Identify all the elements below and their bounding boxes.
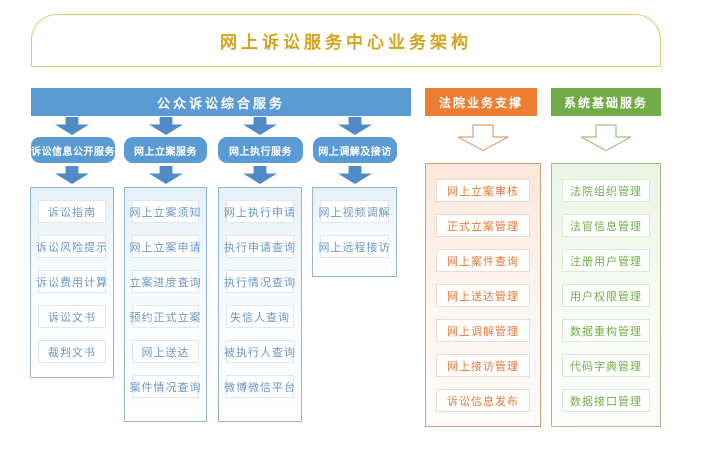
down-arrow-icon: [338, 166, 372, 184]
service-item: 诉讼费用计算: [36, 270, 107, 293]
service-item: 网上接访管理: [436, 354, 530, 377]
service-item: 立案进度查询: [130, 270, 201, 293]
down-arrow-outline-icon: [580, 124, 632, 152]
service-item: 失信人查询: [226, 305, 294, 328]
service-item: 被执行人查询: [224, 340, 295, 363]
service-item: 代码字典管理: [562, 354, 650, 377]
page-title: 网上诉讼服务中心业务架构: [220, 33, 472, 52]
column-litigation-info-items: 诉讼指南诉讼风险提示诉讼费用计算诉讼文书裁判文书: [30, 187, 114, 378]
column-online-enforcement-items: 网上执行申请执行申请查询执行情况查询失信人查询被执行人查询微博微信平台: [218, 187, 302, 422]
service-item: 诉讼风险提示: [36, 235, 107, 258]
down-arrow-outline-icon: [457, 124, 509, 152]
service-item: 网上送达: [132, 340, 199, 363]
service-item: 网上立案须知: [130, 200, 201, 223]
group-pill-online-enforcement: 网上执行服务: [218, 137, 303, 163]
service-item: 网上立案审核: [436, 179, 530, 202]
down-arrow-icon: [243, 117, 277, 135]
down-arrow-icon: [55, 166, 89, 184]
service-item: 网上远程接访: [319, 235, 390, 258]
down-arrow-icon: [149, 117, 183, 135]
service-item: 网上执行申请: [224, 200, 295, 223]
service-item: 法院组织管理: [562, 179, 650, 202]
service-item: 法官信息管理: [562, 214, 650, 237]
service-item: 网上调解管理: [436, 319, 530, 342]
service-item: 执行申请查询: [224, 235, 295, 258]
down-arrow-icon: [338, 117, 372, 135]
service-item: 网上立案申请: [130, 235, 201, 258]
service-item: 微博微信平台: [224, 375, 295, 398]
panel-court-support-items: 网上立案审核正式立案管理网上案件查询网上送达管理网上调解管理网上接访管理诉讼信息…: [425, 163, 541, 427]
service-item: 网上案件查询: [436, 249, 530, 272]
panel-system-base-items: 法院组织管理法官信息管理注册用户管理用户权限管理数据重构管理代码字典管理数据接口…: [551, 163, 661, 427]
service-item: 执行情况查询: [224, 270, 295, 293]
service-item: 预约正式立案: [130, 305, 201, 328]
group-pill-mediation-petition: 网上调解及接访: [313, 137, 397, 163]
service-item: 用户权限管理: [562, 284, 650, 307]
service-item: 注册用户管理: [562, 249, 650, 272]
column-online-filing-items: 网上立案须知网上立案申请立案进度查询预约正式立案网上送达案件情况查询: [124, 187, 207, 422]
section-header-system-base: 系统基础服务: [551, 88, 661, 116]
section-header-public-litigation: 公众诉讼综合服务: [31, 88, 411, 116]
service-item: 案件情况查询: [130, 375, 201, 398]
service-item: 裁判文书: [38, 340, 106, 363]
column-mediation-petition-items: 网上视频调解网上远程接访: [312, 187, 397, 277]
service-item: 诉讼指南: [38, 200, 106, 223]
service-item: 数据重构管理: [562, 319, 650, 342]
service-item: 网上送达管理: [436, 284, 530, 307]
service-item: 数据接口管理: [562, 389, 650, 412]
service-item: 诉讼信息发布: [436, 389, 530, 412]
group-pill-litigation-info: 诉讼信息公开服务: [31, 137, 115, 163]
service-item: 网上视频调解: [319, 200, 390, 223]
section-header-court-support: 法院业务支撑: [425, 88, 537, 116]
group-pill-online-filing: 网上立案服务: [124, 137, 207, 163]
down-arrow-icon: [149, 166, 183, 184]
service-item: 诉讼文书: [38, 305, 106, 328]
down-arrow-icon: [243, 166, 277, 184]
service-item: 正式立案管理: [436, 214, 530, 237]
down-arrow-icon: [55, 117, 89, 135]
diagram-title-box: 网上诉讼服务中心业务架构: [31, 14, 661, 67]
